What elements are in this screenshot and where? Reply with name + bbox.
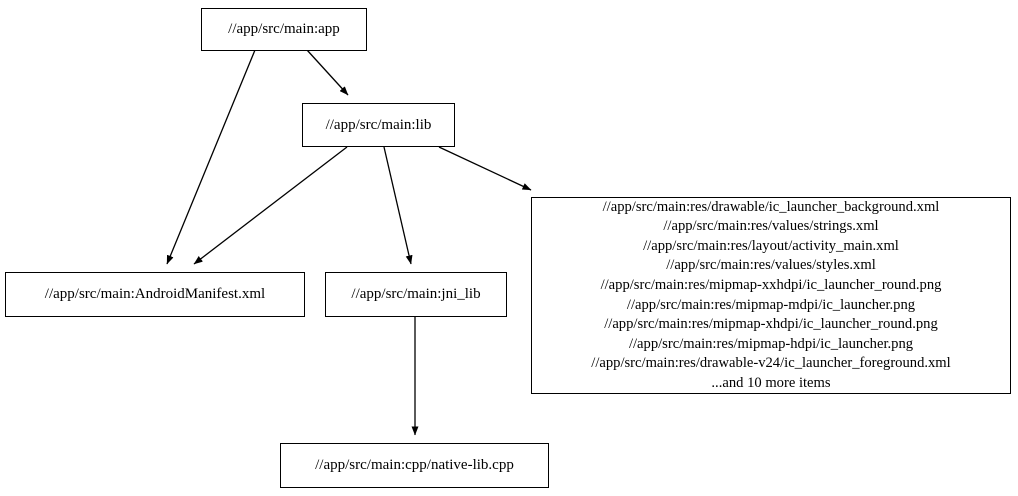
resource-line: //app/src/main:res/drawable-v24/ic_launc…: [591, 355, 951, 372]
resource-line: //app/src/main:res/values/styles.xml: [666, 257, 876, 274]
resource-line: //app/src/main:res/mipmap-xxhdpi/ic_laun…: [600, 276, 942, 293]
resource-line: //app/src/main:res/mipmap-hdpi/ic_launch…: [628, 335, 914, 352]
node-android-manifest-label: //app/src/main:AndroidManifest.xml: [44, 286, 266, 302]
resource-line: //app/src/main:res/layout/activity_main.…: [643, 237, 899, 254]
edge-lib-to-jni-lib: [383, 146, 413, 265]
node-app[interactable]: //app/src/main:app: [201, 8, 367, 51]
node-resources-group[interactable]: //app/src/main:res/drawable/ic_launcher_…: [531, 197, 1011, 394]
resource-overflow-label: ...and 10 more items: [711, 374, 831, 391]
node-jni-lib-label: //app/src/main:jni_lib: [351, 286, 481, 302]
node-android-manifest[interactable]: //app/src/main:AndroidManifest.xml: [5, 272, 305, 317]
edge-lib-to-resources: [438, 146, 532, 191]
node-native-lib-cpp[interactable]: //app/src/main:cpp/native-lib.cpp: [280, 443, 549, 488]
node-lib-label: //app/src/main:lib: [325, 116, 432, 133]
node-jni-lib[interactable]: //app/src/main:jni_lib: [325, 272, 507, 317]
edge-app-to-manifest: [166, 49, 256, 265]
edge-app-to-lib: [306, 49, 349, 96]
node-lib[interactable]: //app/src/main:lib: [302, 103, 455, 147]
resource-line: //app/src/main:res/mipmap-xhdpi/ic_launc…: [604, 316, 938, 333]
resource-line: //app/src/main:res/mipmap-mdpi/ic_launch…: [626, 296, 916, 313]
resource-line: //app/src/main:res/drawable/ic_launcher_…: [602, 198, 940, 215]
node-native-lib-cpp-label: //app/src/main:cpp/native-lib.cpp: [315, 457, 514, 473]
edge-lib-to-manifest: [193, 146, 348, 265]
resource-line: //app/src/main:res/values/strings.xml: [663, 218, 879, 235]
node-app-label: //app/src/main:app: [228, 21, 340, 37]
